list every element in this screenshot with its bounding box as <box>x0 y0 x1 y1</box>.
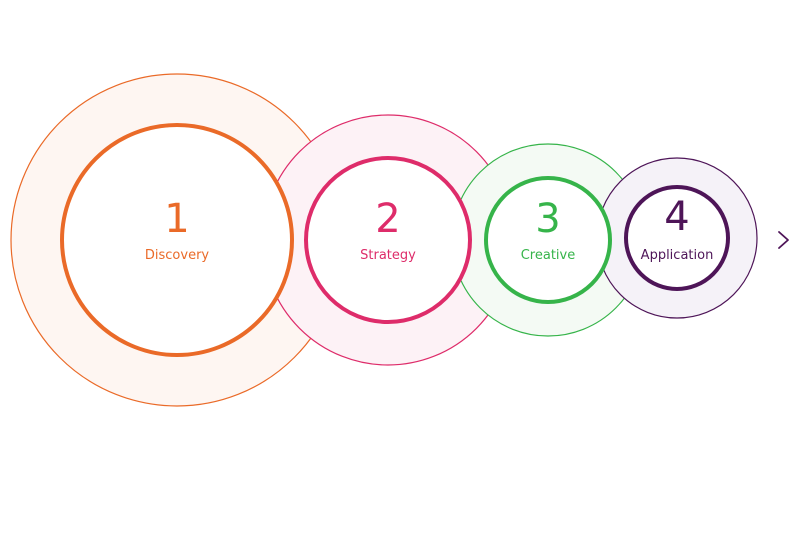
stage-4-number: 4 <box>664 194 689 240</box>
stage-1-label: Discovery <box>145 248 210 263</box>
stage-1-number: 1 <box>164 196 189 242</box>
stage-2-number: 2 <box>375 196 400 242</box>
stage-2-label: Strategy <box>360 248 416 263</box>
stage-3-label: Creative <box>521 248 576 263</box>
arrow-right-icon <box>778 231 789 249</box>
stage-4-ring <box>624 185 730 291</box>
stage-3-number: 3 <box>535 196 560 242</box>
stage-4-label: Application <box>641 248 714 263</box>
